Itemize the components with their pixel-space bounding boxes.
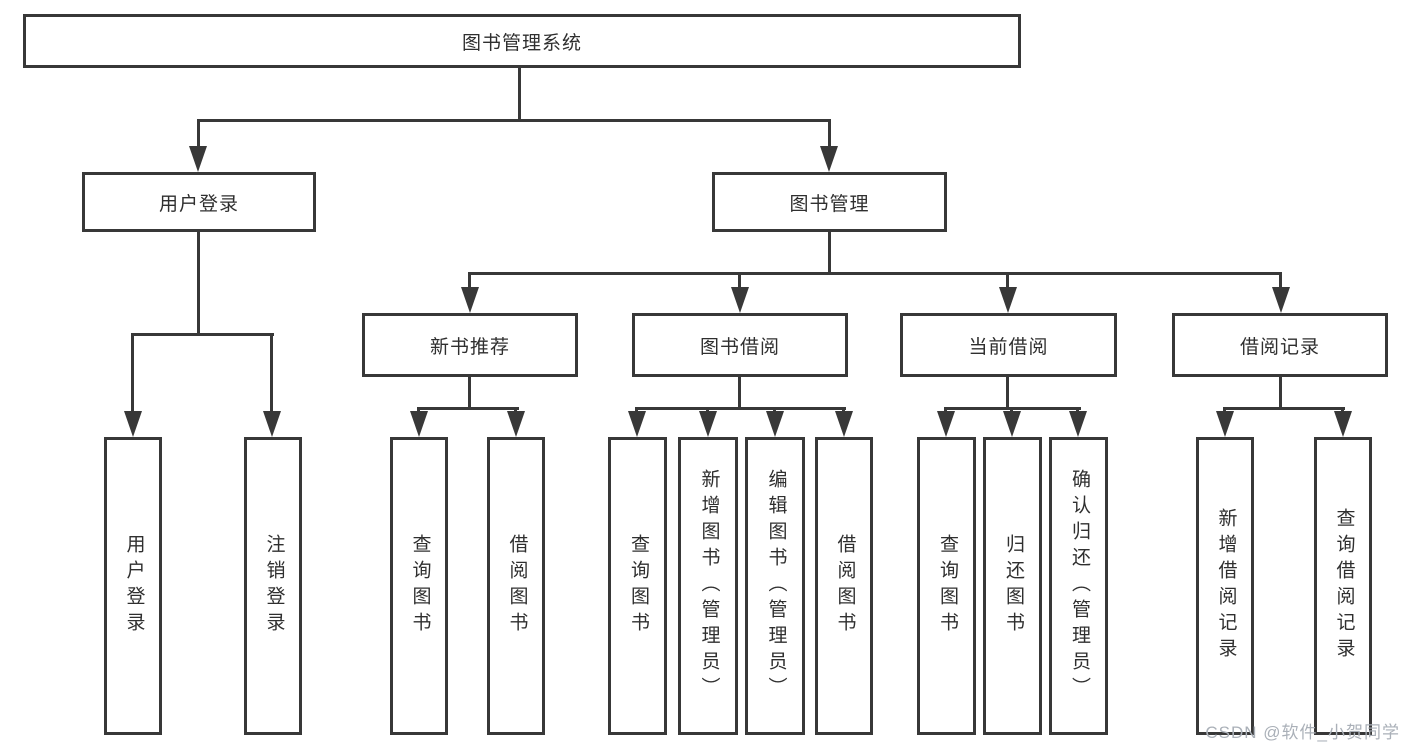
leaf-label: 编辑图书（管理员）	[765, 469, 787, 703]
leaf-label: 新增图书（管理员）	[698, 469, 720, 703]
leaf-label: 注销登录	[263, 534, 285, 638]
connector-line	[197, 119, 200, 151]
leaf-label: 借阅图书	[834, 534, 856, 638]
leaf-label: 借阅图书	[506, 534, 528, 638]
arrowhead	[699, 411, 717, 437]
arrowhead	[461, 287, 479, 313]
leaf-label: 查询图书	[409, 534, 431, 638]
arrowhead	[628, 411, 646, 437]
leaf-label: 归还图书	[1002, 534, 1024, 638]
node-borrow-records: 借阅记录	[1172, 313, 1388, 377]
node-book-management: 图书管理	[712, 172, 947, 232]
node-root-label: 图书管理系统	[461, 32, 582, 54]
connector-line	[468, 272, 1282, 275]
arrowhead	[999, 287, 1017, 313]
connector-line	[1279, 272, 1282, 290]
connector-line	[828, 232, 831, 275]
node-root: 图书管理系统	[23, 14, 1021, 68]
arrowhead	[820, 146, 838, 172]
leaf-label: 用户登录	[123, 534, 145, 638]
arrowhead	[263, 411, 281, 437]
leaf-label: 查询图书	[627, 534, 649, 638]
connector-line	[131, 333, 134, 413]
leaf-query-books-borrowing: 查询图书	[608, 437, 667, 735]
leaf-logout: 注销登录	[244, 437, 302, 735]
arrowhead	[1003, 411, 1021, 437]
arrowhead	[731, 287, 749, 313]
node-user-login: 用户登录	[82, 172, 316, 232]
leaf-query-books-current: 查询图书	[917, 437, 976, 735]
arrowhead	[766, 411, 784, 437]
connector-line	[131, 333, 274, 336]
leaf-return-books: 归还图书	[983, 437, 1042, 735]
connector-line	[197, 232, 200, 336]
arrowhead	[1069, 411, 1087, 437]
leaf-query-borrow-record: 查询借阅记录	[1314, 437, 1372, 735]
arrowhead	[835, 411, 853, 437]
connector-line	[738, 377, 741, 410]
connector-line	[738, 272, 741, 290]
csdn-watermark: CSDN @软件_小贺同学	[1205, 723, 1400, 742]
connector-line	[197, 119, 831, 122]
connector-line	[518, 68, 521, 120]
node-borrow-records-label: 借阅记录	[1239, 336, 1320, 358]
node-new-book-recommend-label: 新书推荐	[429, 336, 510, 358]
connector-line	[468, 377, 471, 410]
leaf-query-books-recommend: 查询图书	[390, 437, 448, 735]
connector-line	[828, 119, 831, 151]
node-new-book-recommend: 新书推荐	[362, 313, 578, 377]
leaf-edit-books-admin: 编辑图书（管理员）	[745, 437, 805, 735]
leaf-label: 查询图书	[936, 534, 958, 638]
arrowhead	[410, 411, 428, 437]
node-current-borrowing: 当前借阅	[900, 313, 1117, 377]
connector-line	[270, 333, 273, 413]
node-book-borrowing-label: 图书借阅	[699, 336, 780, 358]
arrowhead	[507, 411, 525, 437]
arrowhead	[937, 411, 955, 437]
leaf-add-books-admin: 新增图书（管理员）	[678, 437, 738, 735]
leaf-borrow-books: 借阅图书	[815, 437, 873, 735]
leaf-user-login: 用户登录	[104, 437, 162, 735]
connector-line	[1006, 377, 1009, 410]
node-book-management-label: 图书管理	[789, 193, 870, 215]
arrowhead	[1272, 287, 1290, 313]
connector-line	[1006, 272, 1009, 290]
leaf-label: 新增借阅记录	[1215, 508, 1237, 664]
leaf-label: 查询借阅记录	[1333, 508, 1355, 664]
leaf-add-borrow-record: 新增借阅记录	[1196, 437, 1254, 735]
arrowhead	[1334, 411, 1352, 437]
leaf-label: 确认归还（管理员）	[1068, 469, 1090, 703]
leaf-confirm-return-admin: 确认归还（管理员）	[1049, 437, 1108, 735]
arrowhead	[189, 146, 207, 172]
connector-line	[468, 272, 471, 290]
connector-line	[417, 407, 519, 410]
connector-line	[1279, 377, 1282, 410]
node-user-login-label: 用户登录	[158, 193, 239, 215]
node-book-borrowing: 图书借阅	[632, 313, 848, 377]
leaf-borrow-books-recommend: 借阅图书	[487, 437, 545, 735]
connector-line	[1223, 407, 1345, 410]
arrowhead	[1216, 411, 1234, 437]
node-current-borrowing-label: 当前借阅	[968, 336, 1049, 358]
connector-line	[635, 407, 846, 410]
arrowhead	[124, 411, 142, 437]
